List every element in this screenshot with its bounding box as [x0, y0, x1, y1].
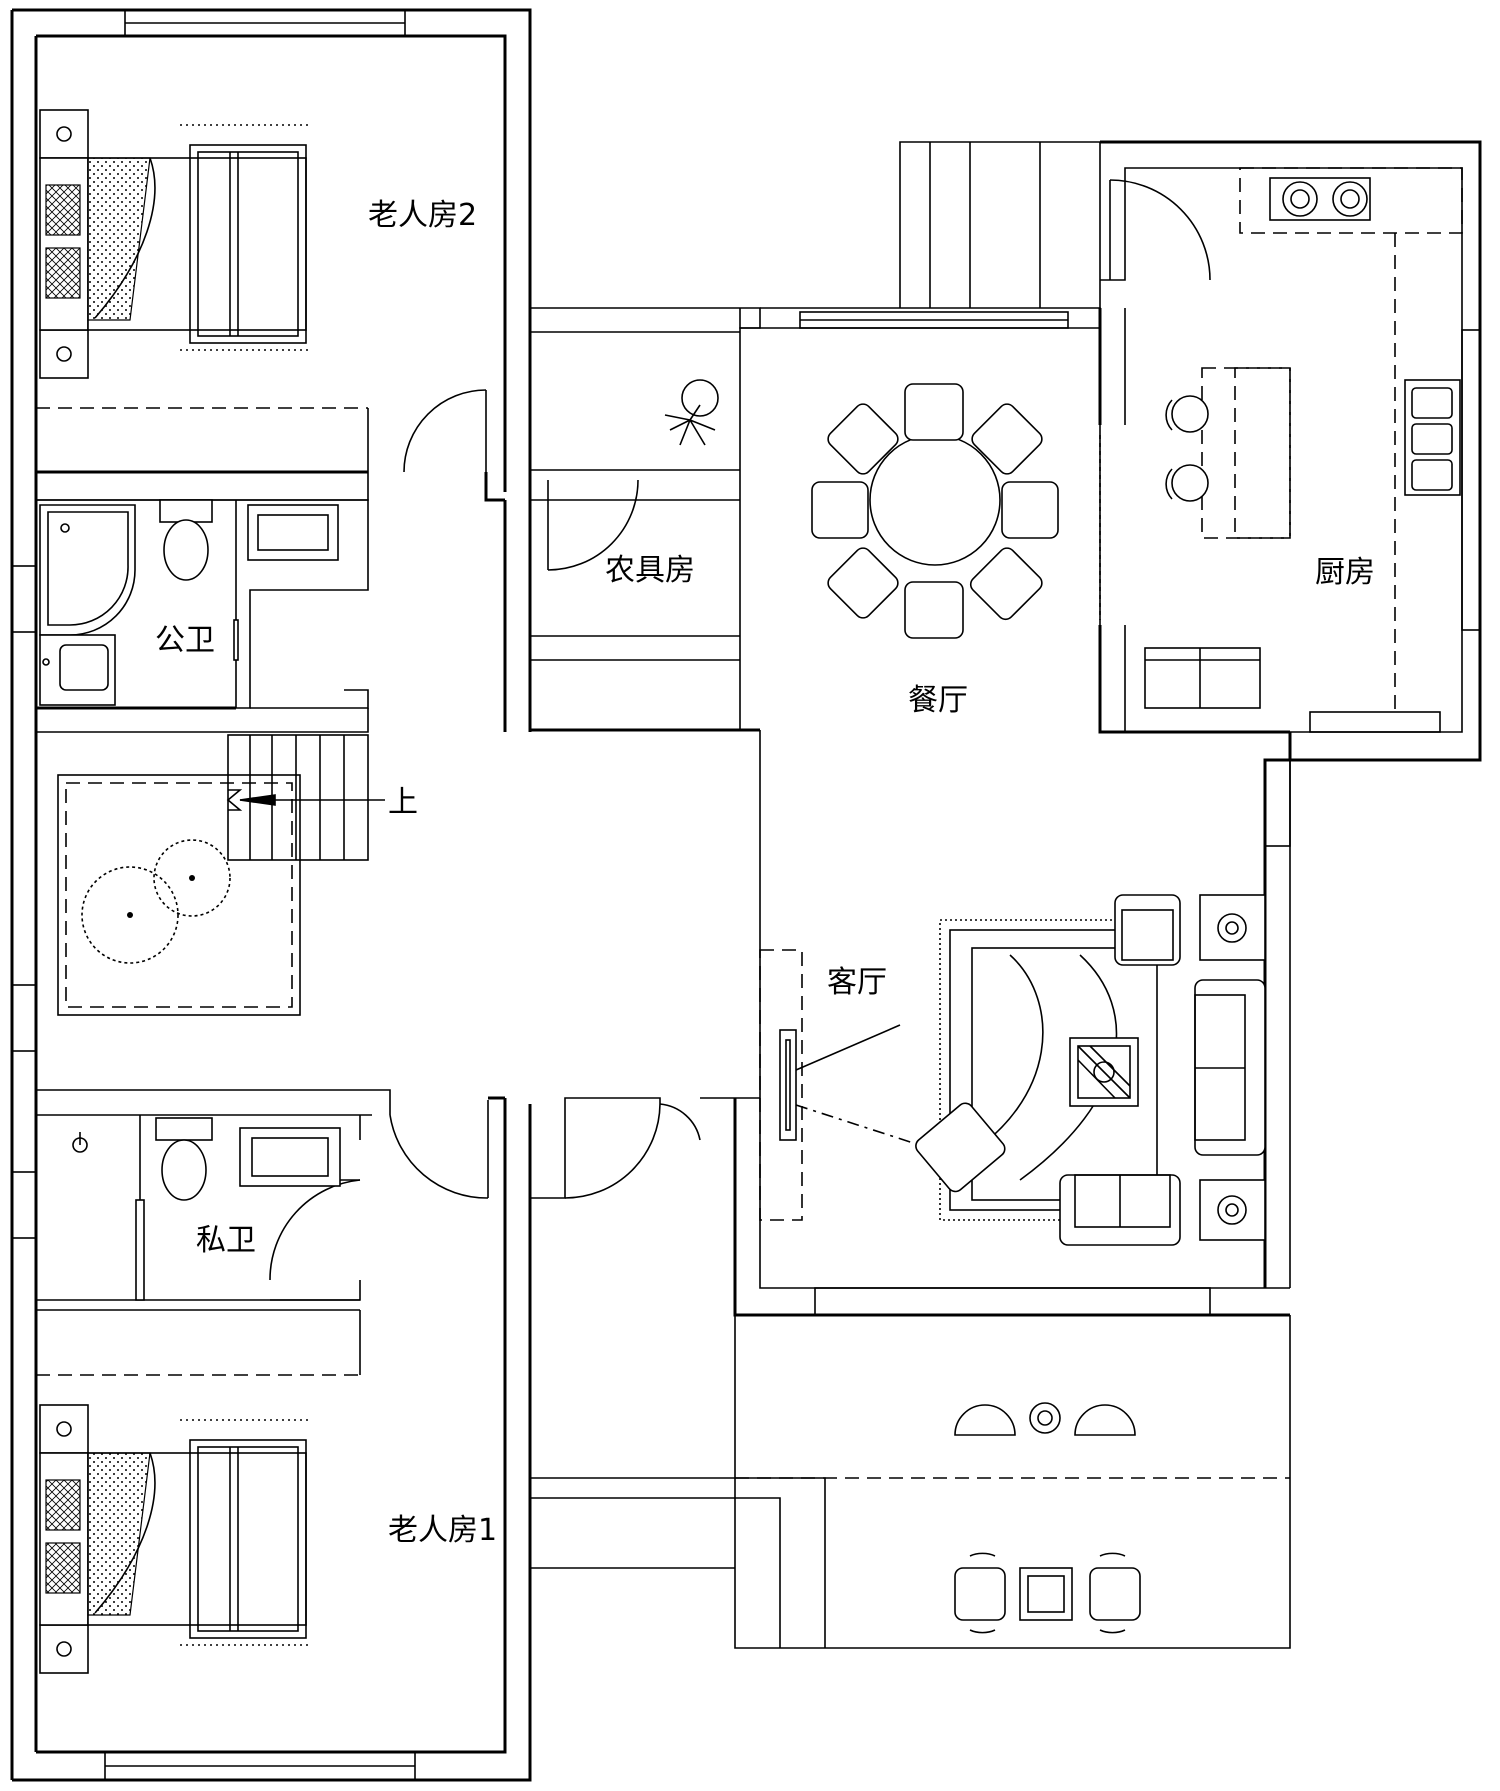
room-label-kitchen: 厨房: [1315, 555, 1375, 590]
room-label-private-bath: 私卫: [196, 1223, 256, 1258]
terrace-furniture: [954, 1402, 1141, 1634]
plant-tool-room: [664, 379, 719, 446]
walls: [10, 8, 1482, 1782]
room-label-tool-room: 农具房: [605, 553, 695, 588]
stairs-up-label: 上: [388, 785, 418, 820]
room-label-living: 客厅: [827, 965, 887, 1000]
room-label-public-bath: 公卫: [155, 623, 215, 658]
room-label-bedroom1: 老人房1: [388, 1513, 497, 1548]
stairs: [226, 734, 385, 861]
public-bath-fixtures: [39, 499, 339, 706]
dining-table: [811, 383, 1059, 639]
bed-bedroom1: [39, 1404, 310, 1674]
room-label-bedroom2: 老人房2: [368, 198, 477, 233]
kitchen-fixtures: [1144, 167, 1463, 712]
courtyard-garden: [57, 774, 301, 1016]
tv-unit: [759, 949, 936, 1221]
private-bath-fixtures: [72, 1117, 341, 1301]
sofa-set: [915, 894, 1266, 1246]
room-label-dining: 餐厅: [908, 683, 968, 718]
bed-bedroom2: [39, 109, 310, 379]
doors: [269, 179, 1211, 1281]
